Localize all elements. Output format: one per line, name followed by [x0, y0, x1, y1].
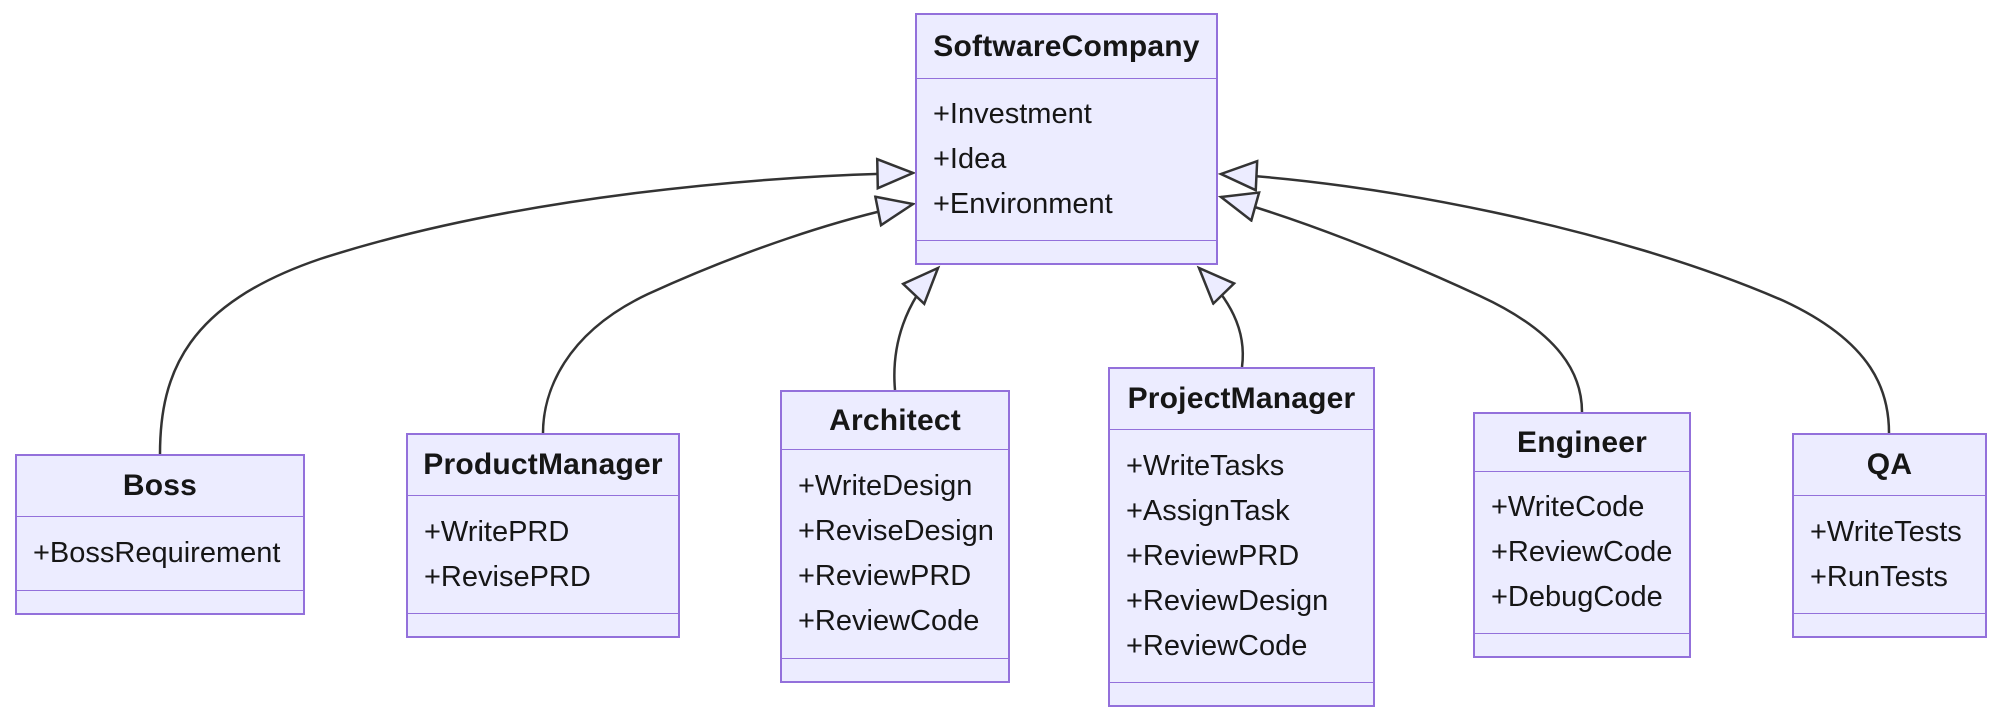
edge-boss-extends-softwarecompany [158, 173, 913, 455]
class-name: Engineer [1475, 414, 1689, 472]
class-name: ProductManager [408, 435, 678, 496]
class-attribute: +Investment [933, 98, 1092, 130]
class-attribute: +WriteDesign [798, 470, 973, 502]
class-methods-empty [1794, 613, 1985, 636]
class-methods-empty [917, 240, 1216, 263]
edge-qa-extends-softwarecompany [1221, 174, 1891, 434]
class-engineer: Engineer +WriteCode +ReviewCode +DebugCo… [1473, 412, 1691, 658]
class-attribute: +RevisePRD [424, 560, 591, 593]
class-name: ProjectManager [1110, 369, 1373, 430]
class-attributes: +WriteTests +RunTests [1794, 496, 1985, 613]
class-attributes: +WriteDesign +ReviseDesign +ReviewPRD +R… [782, 450, 1008, 658]
class-attribute: +ReviewCode [798, 605, 980, 637]
class-attributes: +BossRequirement [17, 517, 303, 590]
class-attribute: +Environment [933, 188, 1113, 220]
class-attribute: +WriteCode [1491, 491, 1645, 523]
class-softwarecompany: SoftwareCompany +Investment +Idea +Envir… [915, 13, 1218, 265]
class-name: Boss [17, 456, 303, 517]
class-attribute: +RunTests [1810, 560, 1948, 593]
edge-architect-extends-softwarecompany [893, 268, 938, 391]
class-attribute: +ReviewPRD [1126, 539, 1300, 572]
class-projectmanager: ProjectManager +WriteTasks +AssignTask +… [1108, 367, 1375, 707]
class-name: Architect [782, 392, 1008, 450]
class-attribute: +ReviewPRD [798, 560, 972, 592]
class-productmanager: ProductManager +WritePRD +RevisePRD [406, 433, 680, 638]
class-architect: Architect +WriteDesign +ReviseDesign +Re… [780, 390, 1010, 683]
class-attribute: +ReviewDesign [1126, 584, 1329, 617]
class-attribute: +Idea [933, 143, 1007, 175]
edge-projectmanager-extends-softwarecompany [1199, 268, 1245, 368]
class-name: QA [1794, 435, 1985, 496]
class-attribute: +BossRequirement [33, 537, 281, 569]
class-attribute: +ReviewCode [1491, 536, 1673, 568]
edge-engineer-extends-softwarecompany [1221, 197, 1584, 413]
class-attribute: +WriteTests [1810, 515, 1962, 548]
class-attributes: +WriteCode +ReviewCode +DebugCode [1475, 472, 1689, 633]
class-methods-empty [408, 613, 678, 636]
edge-productmanager-extends-softwarecompany [541, 204, 913, 434]
class-methods-empty [782, 658, 1008, 681]
class-attribute: +ReviseDesign [798, 515, 994, 547]
class-attributes: +WritePRD +RevisePRD [408, 496, 678, 613]
class-attribute: +AssignTask [1126, 494, 1290, 527]
class-attribute: +WriteTasks [1126, 449, 1285, 482]
class-attribute: +WritePRD [424, 515, 570, 548]
class-attribute: +DebugCode [1491, 581, 1663, 613]
class-methods-empty [17, 590, 303, 613]
class-name: SoftwareCompany [917, 15, 1216, 79]
class-methods-empty [1110, 682, 1373, 705]
class-methods-empty [1475, 633, 1689, 656]
class-boss: Boss +BossRequirement [15, 454, 305, 615]
class-qa: QA +WriteTests +RunTests [1792, 433, 1987, 638]
class-attributes: +WriteTasks +AssignTask +ReviewPRD +Revi… [1110, 430, 1373, 682]
class-attribute: +ReviewCode [1126, 629, 1308, 662]
class-attributes: +Investment +Idea +Environment [917, 79, 1216, 240]
